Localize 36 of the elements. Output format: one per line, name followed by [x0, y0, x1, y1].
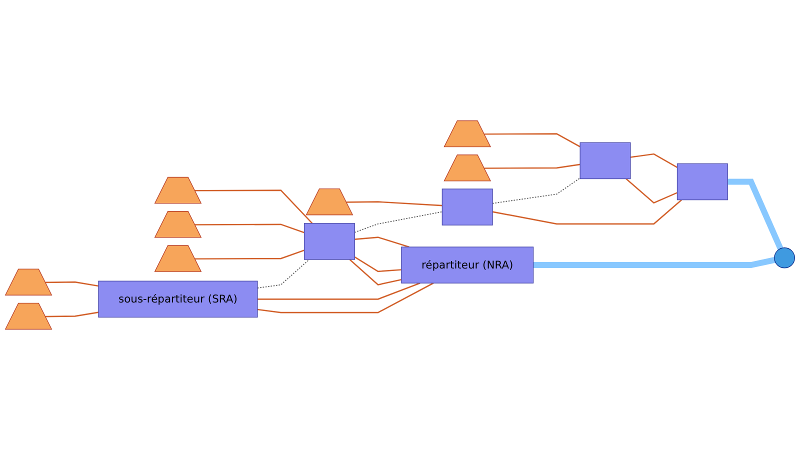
node-box — [676, 163, 728, 200]
connector — [626, 178, 678, 204]
connector — [257, 282, 420, 300]
connector — [45, 281, 99, 287]
node-box — [304, 223, 355, 260]
node-picture — [154, 211, 202, 238]
connector — [533, 257, 776, 268]
node-box — [580, 142, 631, 180]
connector — [349, 259, 402, 286]
node-picture — [154, 245, 202, 272]
node-circle — [774, 247, 795, 268]
connector — [45, 312, 99, 318]
node-picture — [154, 176, 202, 204]
connector — [492, 199, 682, 225]
node-picture — [4, 268, 52, 296]
connector — [194, 190, 313, 224]
node-box: sous-répartiteur (SRA) — [98, 280, 258, 318]
node-picture — [444, 120, 492, 148]
connector — [257, 282, 434, 314]
node-box: répartiteur (NRA) — [401, 246, 534, 284]
node-picture — [4, 302, 52, 330]
node-picture — [444, 154, 492, 182]
connector — [194, 224, 304, 234]
connector — [484, 164, 580, 169]
connector — [630, 153, 678, 168]
node-box — [442, 188, 493, 226]
connector — [346, 201, 442, 206]
connector — [354, 236, 410, 248]
node-picture — [306, 188, 354, 216]
connector — [492, 178, 580, 204]
connector — [484, 133, 580, 148]
connector — [194, 250, 304, 260]
connector — [354, 256, 402, 272]
connector — [257, 259, 310, 289]
connector — [354, 211, 442, 233]
connector — [728, 178, 784, 250]
